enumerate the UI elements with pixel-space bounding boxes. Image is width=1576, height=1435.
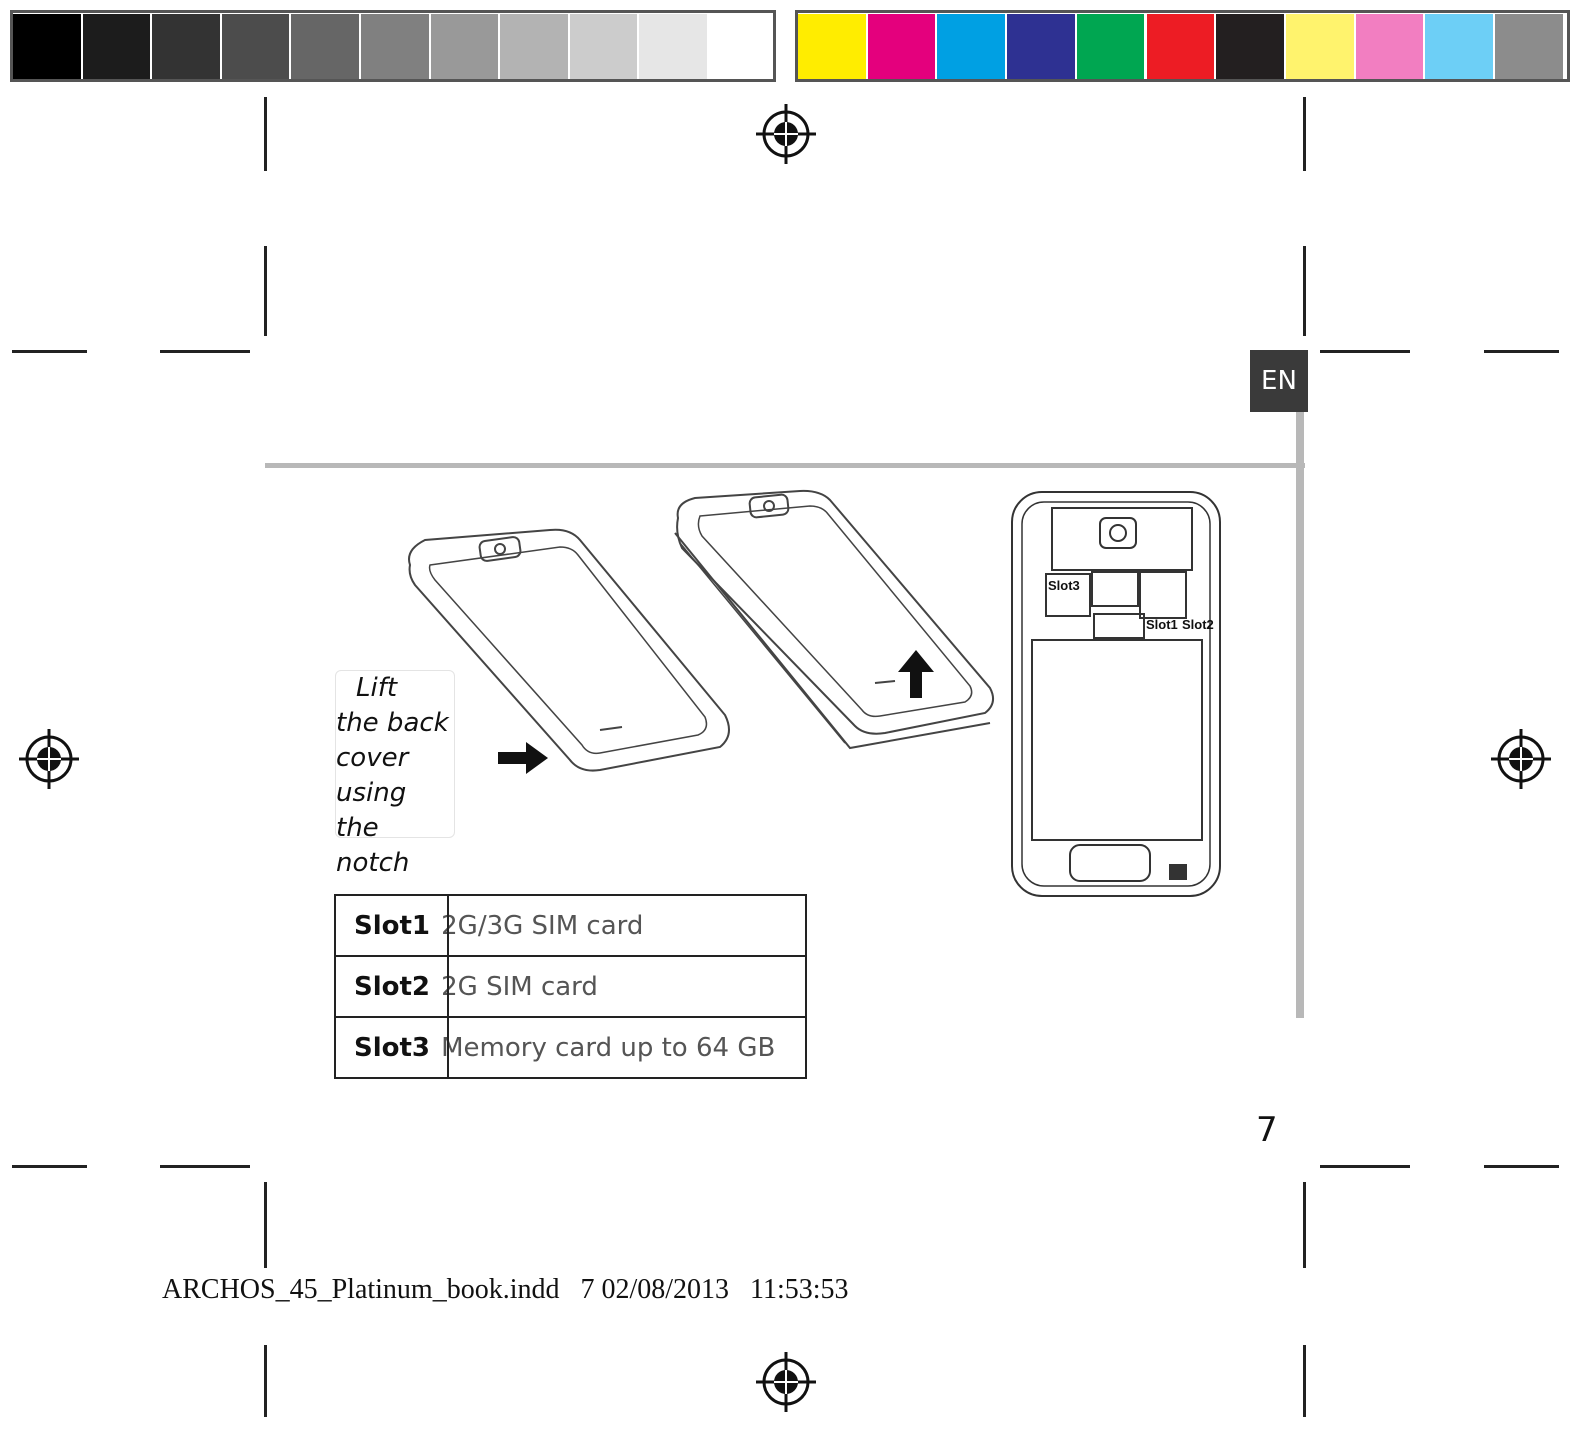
arrow-up-icon <box>898 650 934 698</box>
crop-mark <box>160 1165 250 1168</box>
registration-mark-icon <box>19 729 79 789</box>
slot-description: Memory card up to 64 GB <box>441 1032 776 1063</box>
gray-swatch <box>709 14 777 80</box>
phone-lift-cover-illustration <box>674 489 995 750</box>
color-bar-frame <box>795 10 1570 82</box>
slot3-outline <box>1045 573 1091 617</box>
instruction-line: notch <box>336 848 410 878</box>
color-swatch <box>1146 14 1215 80</box>
arrow-right-icon <box>498 742 548 774</box>
crop-mark <box>1303 1345 1306 1417</box>
crop-mark <box>12 350 87 353</box>
gray-swatch <box>430 14 499 80</box>
slot-description: 2G SIM card <box>441 971 598 1002</box>
color-swatch <box>1495 14 1563 80</box>
registration-mark-icon <box>756 1352 816 1412</box>
section-rule <box>265 463 1305 468</box>
crop-mark <box>12 1165 87 1168</box>
color-swatch <box>1425 14 1493 80</box>
color-swatch <box>1007 14 1075 80</box>
crop-mark <box>1484 350 1559 353</box>
slot-description: 2G/3G SIM card <box>441 910 644 941</box>
instruction-caption: Lift the back cover using the notch <box>335 670 455 878</box>
slot-cell: Slot2 2G SIM card <box>334 955 807 1018</box>
slot2-label: Slot2 <box>1182 617 1214 632</box>
side-rule <box>1296 412 1304 1018</box>
phone-slots-illustration: Slot3 Slot1 Slot2 <box>1011 491 1221 897</box>
instruction-line: the back <box>336 708 449 738</box>
color-swatch <box>1216 14 1284 80</box>
crop-mark <box>1303 246 1306 336</box>
color-swatch <box>1355 14 1424 80</box>
gray-swatch <box>152 14 220 80</box>
registration-mark-icon <box>756 104 816 164</box>
crop-mark <box>1320 350 1410 353</box>
table-row: Slot1 2G/3G SIM card <box>334 894 807 957</box>
instruction-line: Lift <box>356 673 398 703</box>
crop-mark <box>1320 1165 1410 1168</box>
gray-swatch <box>361 14 429 80</box>
instruction-line: cover <box>336 743 409 773</box>
slot-name: Slot2 <box>354 971 431 1002</box>
slot1-label: Slot1 <box>1146 617 1178 632</box>
table-row: Slot2 2G SIM card <box>334 955 807 1018</box>
crop-mark <box>1484 1165 1559 1168</box>
table-row: Slot3 Memory card up to 64 GB <box>334 1016 807 1079</box>
slots-table: Slot1 2G/3G SIM card Slot2 2G SIM card S… <box>334 894 807 1079</box>
color-swatch <box>1285 14 1354 80</box>
gray-swatch <box>82 14 151 80</box>
crop-mark <box>160 350 250 353</box>
gray-swatch <box>13 14 81 80</box>
color-swatch <box>867 14 936 80</box>
page-number: 7 <box>1256 1110 1278 1150</box>
slot-cell: Slot1 2G/3G SIM card <box>334 894 807 957</box>
gray-swatch <box>291 14 359 80</box>
crop-mark <box>264 246 267 336</box>
color-swatch <box>937 14 1006 80</box>
grayscale-bar-frame <box>10 10 776 82</box>
gray-swatch <box>221 14 290 80</box>
crop-mark <box>264 1345 267 1417</box>
slot-name: Slot3 <box>354 1032 431 1063</box>
slug-line: ARCHOS_45_Platinum_book.indd 7 02/08/201… <box>162 1274 849 1305</box>
slot-cell: Slot3 Memory card up to 64 GB <box>334 1016 807 1079</box>
phone-back-cover-illustration <box>408 528 730 772</box>
slot3-label: Slot3 <box>1048 578 1080 593</box>
crop-mark <box>1303 97 1306 171</box>
slot-name: Slot1 <box>354 910 431 941</box>
crop-mark <box>264 1182 267 1268</box>
gray-swatch <box>639 14 707 80</box>
crop-mark <box>1303 1182 1306 1268</box>
registration-mark-icon <box>1491 729 1551 789</box>
instruction-line: using the <box>336 778 407 843</box>
color-swatch <box>1076 14 1145 80</box>
crop-mark <box>264 97 267 171</box>
language-tab: EN <box>1250 350 1308 412</box>
color-swatch <box>798 14 866 80</box>
gray-swatch <box>569 14 638 80</box>
gray-swatch <box>500 14 568 80</box>
